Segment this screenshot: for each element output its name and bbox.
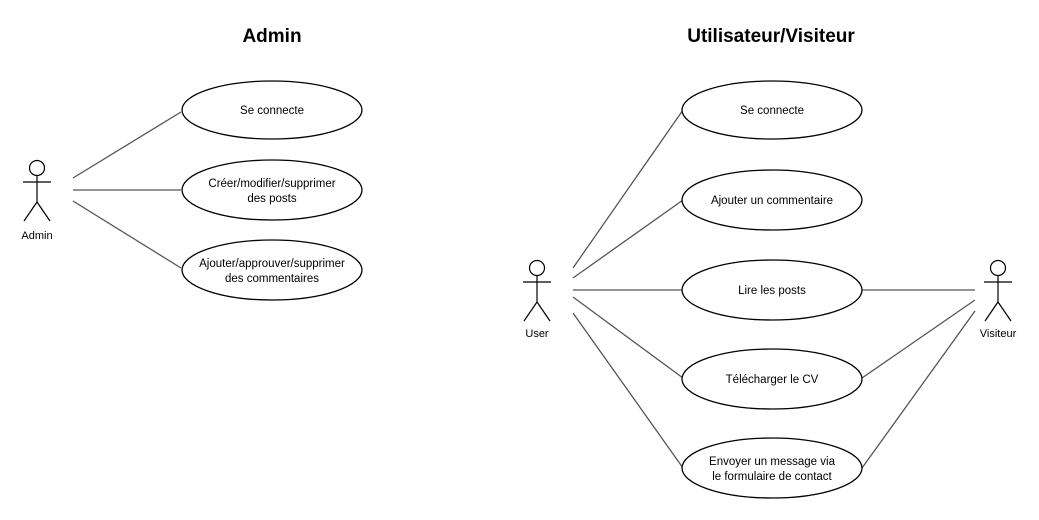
assoc-visitor-send-message [861,310,976,469]
user-associations [572,109,684,469]
assoc-user-login [572,109,684,269]
use-case-download-cv: Télécharger le CV [681,348,863,410]
visitor-actor-icon [984,259,1012,322]
admin-diagram-title: Admin [242,26,301,47]
use-case-user-login: Se connecte [681,80,863,140]
use-case-label: Se connecte [240,105,304,117]
use-case-label: Ajouter un commentaire [711,195,833,207]
use-case-label-line-2: le formulaire de contact [712,471,832,483]
user-diagram-title: Utilisateur/Visiteur [687,26,855,47]
admin-associations [72,111,182,269]
assoc-visitor-download-cv [861,299,976,379]
assoc-admin-manage-comments [72,200,182,269]
use-case-label: Télécharger le CV [726,374,819,386]
use-case-label-line-1: Envoyer un message via [709,456,836,468]
use-case-read-posts: Lire les posts [681,259,863,321]
admin-actor-label: Admin [21,230,52,242]
use-case-send-message: Envoyer un message via le formulaire de … [681,437,863,499]
use-case-admin-manage-posts: Créer/modifier/supprimer des posts [181,159,363,221]
visitor-actor-label: Visiteur [980,328,1017,340]
user-actor-label: User [525,328,549,340]
user-actor-icon [523,259,551,322]
use-case-label-line-1: Créer/modifier/supprimer [208,178,335,190]
use-case-admin-manage-comments: Ajouter/approuver/supprimer des commenta… [181,239,363,301]
use-case-admin-login: Se connecte [181,80,363,140]
use-case-label-line-2: des posts [247,193,296,205]
use-case-label-line-1: Ajouter/approuver/supprimer [199,258,345,270]
use-case-add-comment: Ajouter un commentaire [681,169,863,231]
use-case-label: Lire les posts [738,285,806,297]
use-case-label: Se connecte [740,105,804,117]
visitor-associations [861,289,976,469]
use-case-label-line-2: des commentaires [225,273,319,285]
admin-actor-icon [23,159,51,222]
assoc-user-download-cv [572,296,684,379]
assoc-user-add-comment [572,199,684,279]
assoc-admin-login [72,111,182,179]
assoc-user-send-message [572,312,684,469]
